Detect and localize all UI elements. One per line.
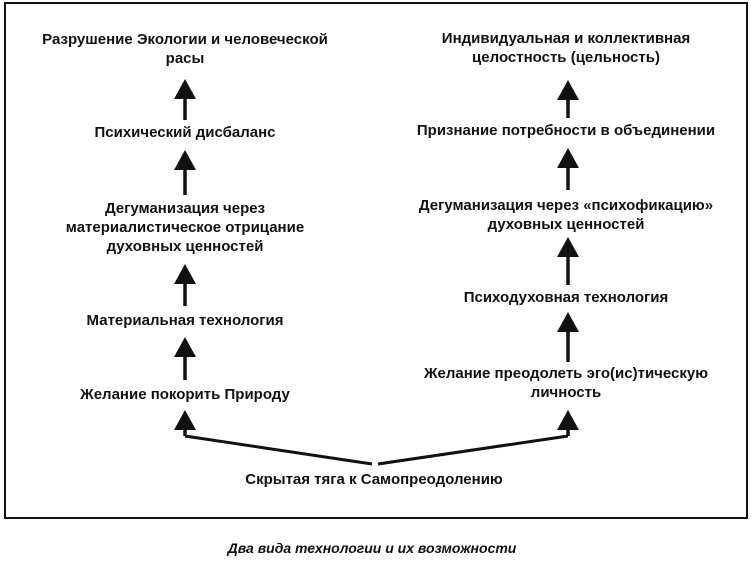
left-arrow-5-arrowhead-icon [174,410,196,430]
root-node: Скрытая тяга к Самопреодолению [245,471,503,488]
caption: Два вида технологии и их возможности [227,540,517,556]
right-arrow-5-arrowhead-icon [557,410,579,430]
left-arrow-4-arrowhead-icon [174,337,196,357]
diagram-frame [4,2,748,519]
root-connector-left [184,434,373,466]
right-node-2: Признание потребности в объединении [417,122,715,139]
left-arrow-3-arrowhead-icon [174,264,196,284]
left-arrow-2-arrowhead-icon [174,150,196,170]
right-arrow-3-arrowhead-icon [557,237,579,257]
arrows [174,79,579,466]
root-connector-right [377,434,569,466]
left-arrow-1-arrowhead-icon [174,79,196,99]
left-node-2: Психический дисбаланс [95,124,276,141]
right-node-3: Дегуманизация через «психофикацию»духовн… [419,197,713,233]
right-node-4: Психодуховная технология [464,289,669,306]
right-arrow-2-arrowhead-icon [557,148,579,168]
right-arrow-1-arrowhead-icon [557,80,579,100]
left-node-4: Материальная технология [87,312,284,329]
right-arrow-4-arrowhead-icon [557,312,579,332]
left-node-5: Желание покорить Природу [79,386,290,403]
